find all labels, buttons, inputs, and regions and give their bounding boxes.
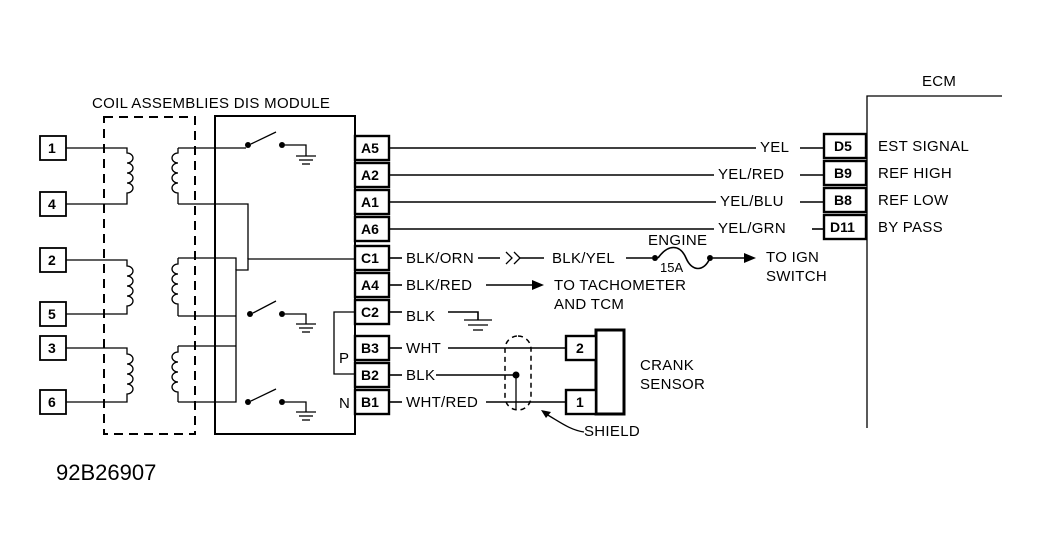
svg-text:A2: A2	[361, 167, 379, 183]
svg-text:1: 1	[576, 394, 584, 410]
wire-color-c1-right: BLK/YEL	[552, 250, 615, 267]
ecm-signal-ref-high: REF HIGH	[878, 165, 952, 182]
svg-text:C2: C2	[361, 304, 379, 320]
coil-module-title: COIL ASSEMBLIES DIS MODULE	[92, 95, 330, 112]
figure-id: 92B26907	[56, 460, 156, 485]
ecm-wires	[389, 147, 824, 230]
coil-windings	[66, 147, 179, 403]
crank-sensor-pin-1: 1	[564, 388, 598, 416]
c1-wire	[389, 246, 756, 270]
svg-text:D11: D11	[830, 219, 855, 235]
svg-text:6: 6	[48, 394, 56, 410]
wire-color-a4: BLK/RED	[406, 277, 472, 294]
svg-text:A5: A5	[361, 140, 379, 156]
module-internal-wiring	[178, 131, 355, 421]
wire-color-b1: WHT/RED	[406, 394, 478, 411]
svg-text:5: 5	[48, 306, 56, 322]
shield-label: SHIELD	[584, 423, 640, 440]
module-pins: A5 A2 A1 A6 C1 A4 C2 B3 B2 B1	[353, 134, 391, 416]
ecm-signal-est: EST SIGNAL	[878, 138, 969, 155]
crank-sensor: 2 1	[564, 328, 626, 416]
svg-text:4: 4	[48, 196, 56, 212]
to-tach-line1: TO TACHOMETER	[554, 277, 686, 294]
module-pin-c2: C2	[353, 298, 391, 326]
wire-color-a6: YEL/GRN	[718, 220, 786, 237]
c2-wire	[389, 311, 492, 331]
svg-text:B9: B9	[834, 165, 852, 181]
module-pin-a2: A2	[353, 161, 391, 189]
wire-color-a1: YEL/BLU	[720, 193, 784, 210]
crank-sensor-label-line1: CRANK	[640, 357, 694, 374]
svg-text:B2: B2	[361, 367, 379, 383]
ecm-box	[866, 95, 1002, 428]
crank-sensor-wires	[389, 335, 585, 433]
wire-color-c1-left: BLK/ORN	[406, 250, 474, 267]
to-tach-line2: AND TCM	[554, 296, 624, 313]
coil-terminal-3: 3	[39, 335, 67, 361]
module-n-label: N	[339, 395, 350, 412]
wire-color-b2: BLK	[406, 367, 435, 384]
ecm-signal-bypass: BY PASS	[878, 219, 943, 236]
fuse-name: ENGINE	[648, 232, 707, 249]
module-pin-b2: B2	[353, 361, 391, 389]
svg-text:2: 2	[48, 252, 56, 268]
svg-text:B8: B8	[834, 192, 852, 208]
svg-text:C1: C1	[361, 250, 379, 266]
ecm-pin-d5: D5	[822, 132, 868, 160]
svg-text:A4: A4	[361, 277, 379, 293]
ecm-label: ECM	[922, 73, 956, 90]
ecm-signal-ref-low: REF LOW	[878, 192, 949, 209]
wire-color-b3: WHT	[406, 340, 441, 357]
fuse-rating: 15A	[660, 260, 683, 275]
coil-terminals: 1 4 2 5 3 6	[39, 135, 67, 415]
module-pin-a1: A1	[353, 188, 391, 216]
coil-terminal-1: 1	[39, 135, 67, 161]
to-ign-line2: SWITCH	[766, 268, 827, 285]
module-pin-b3: B3	[353, 334, 391, 362]
svg-text:A6: A6	[361, 221, 379, 237]
ecm-pin-d11: D11	[822, 213, 868, 241]
coil-terminal-4: 4	[39, 191, 67, 217]
module-pin-b1: B1	[353, 388, 391, 416]
coil-terminal-2: 2	[39, 247, 67, 273]
coil-terminal-6: 6	[39, 389, 67, 415]
module-pin-c1: C1	[353, 244, 391, 272]
crank-sensor-label-line2: SENSOR	[640, 376, 705, 393]
svg-text:B3: B3	[361, 340, 379, 356]
coil-assemblies-box	[103, 116, 196, 435]
svg-text:A1: A1	[361, 194, 379, 210]
wire-color-a5: YEL	[760, 139, 789, 156]
module-pin-a6: A6	[353, 215, 391, 243]
module-p-label: P	[339, 350, 349, 367]
wire-color-c2: BLK	[406, 308, 435, 325]
svg-text:B1: B1	[361, 394, 379, 410]
a4-wire	[389, 280, 544, 290]
ecm-pin-b9: B9	[822, 159, 868, 187]
ecm-pin-b8: B8	[822, 186, 868, 214]
svg-text:1: 1	[48, 140, 56, 156]
svg-text:D5: D5	[834, 138, 852, 154]
coil-terminal-5: 5	[39, 301, 67, 327]
svg-text:2: 2	[576, 340, 584, 356]
to-ign-line1: TO IGN	[766, 249, 819, 266]
crank-sensor-pin-2: 2	[564, 334, 598, 362]
svg-text:3: 3	[48, 340, 56, 356]
wire-color-a2: YEL/RED	[718, 166, 784, 183]
module-pin-a4: A4	[353, 271, 391, 299]
ecm-pins: D5 B9 B8 D11	[822, 132, 868, 241]
module-pin-a5: A5	[353, 134, 391, 162]
